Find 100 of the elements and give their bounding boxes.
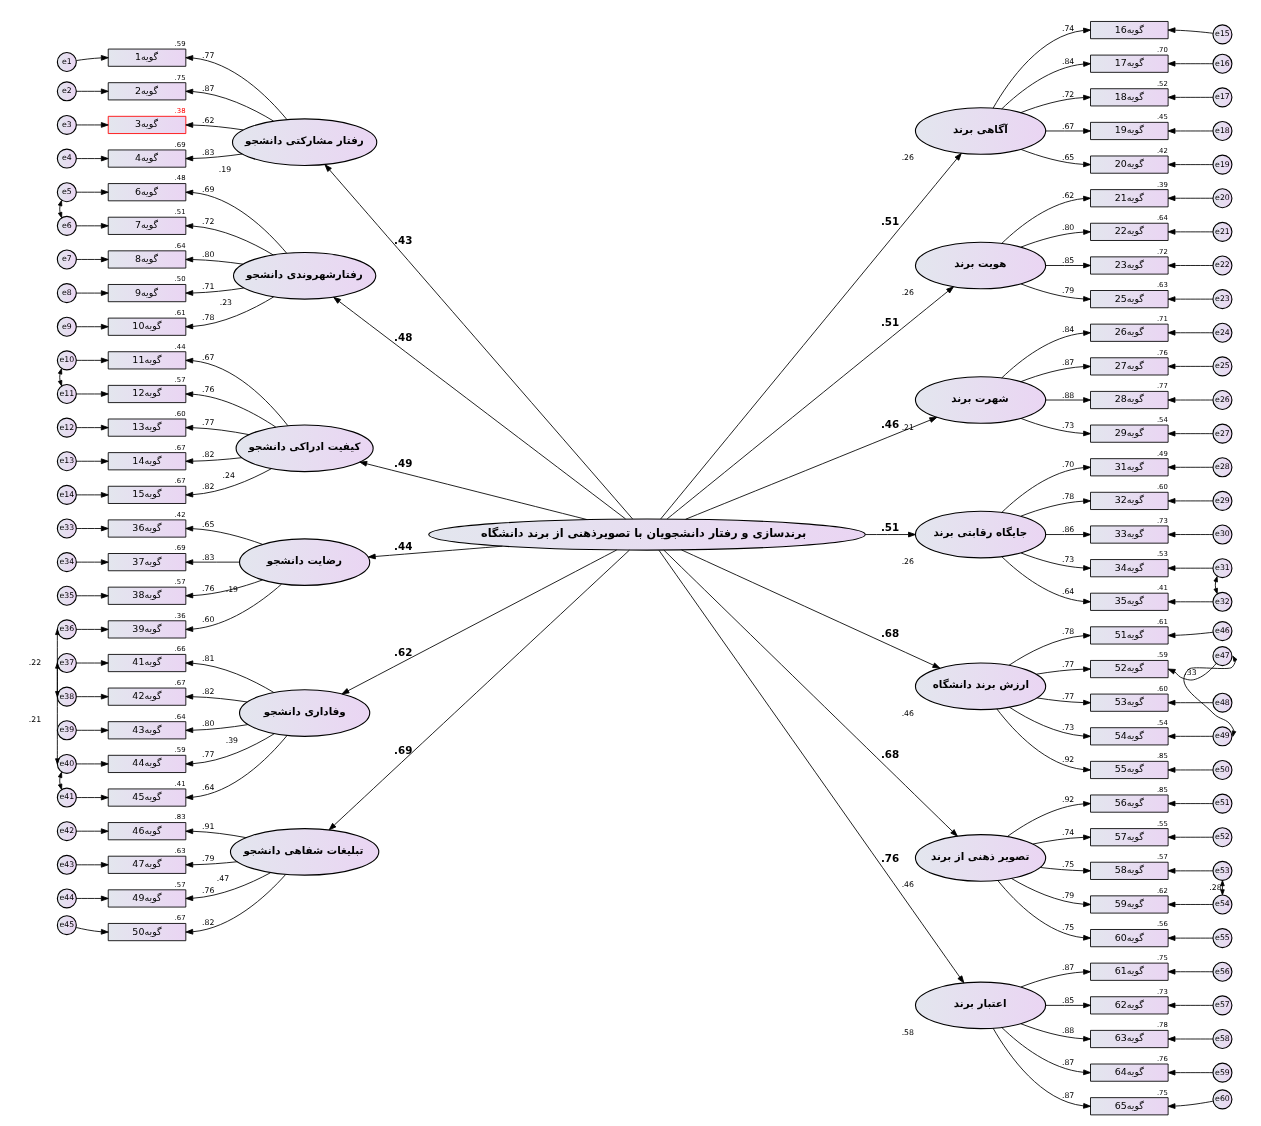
arrow bbox=[75, 357, 109, 364]
node-circle: e27 bbox=[1212, 423, 1233, 444]
edge-label: .51 bbox=[880, 520, 900, 533]
arrow bbox=[1167, 1100, 1214, 1109]
arrow bbox=[185, 559, 240, 565]
edge-label: .51 bbox=[880, 316, 900, 329]
arrow bbox=[1020, 283, 1091, 302]
arrow bbox=[75, 88, 109, 95]
node-circle: e50 bbox=[1212, 759, 1233, 780]
arrow bbox=[997, 880, 1091, 941]
edge-label: .85 bbox=[1061, 256, 1075, 266]
arrow bbox=[1001, 61, 1091, 110]
node-circle: e51 bbox=[1212, 793, 1233, 814]
arrow bbox=[75, 626, 109, 633]
node-circle: e43 bbox=[56, 854, 77, 875]
edge-label: .48 bbox=[394, 331, 413, 344]
arrow bbox=[1020, 229, 1091, 248]
arrow bbox=[185, 122, 244, 131]
arrow bbox=[185, 357, 289, 427]
arrow bbox=[75, 223, 109, 229]
arrow bbox=[1183, 655, 1238, 737]
arrow bbox=[660, 152, 962, 520]
node-ellipse: برندسازی و رفتار دانشجویان با تصویرذهنی از برند دانشگاه bbox=[428, 518, 866, 551]
arrow bbox=[185, 223, 274, 256]
edge-label: .43 bbox=[394, 233, 413, 246]
edge-label: .88 bbox=[1061, 1026, 1075, 1036]
node-label: .26 bbox=[901, 153, 914, 163]
edge-label: .82 bbox=[202, 450, 215, 460]
edge-label: .82 bbox=[202, 482, 215, 492]
arrow bbox=[75, 794, 109, 801]
edge-label: .87 bbox=[202, 83, 215, 93]
node-circle: e45 bbox=[56, 915, 77, 936]
arrow bbox=[341, 549, 618, 695]
node-ellipse: جایگاه رقابتی برند bbox=[914, 510, 1047, 559]
edge-label: .87 bbox=[1061, 357, 1075, 367]
arrow bbox=[185, 693, 248, 703]
edge-label: .28 bbox=[1209, 882, 1222, 892]
node-circle: e30 bbox=[1212, 524, 1233, 545]
arrow bbox=[75, 592, 109, 599]
node-label: .19 bbox=[218, 164, 232, 174]
arrow bbox=[1167, 498, 1214, 504]
arrow bbox=[1167, 195, 1214, 202]
arrow bbox=[185, 55, 288, 120]
arrow bbox=[1006, 801, 1091, 838]
arrow bbox=[185, 468, 272, 498]
arrow bbox=[1045, 128, 1091, 134]
arrow bbox=[1001, 1026, 1091, 1076]
node-circle: e20 bbox=[1212, 188, 1233, 209]
arrow bbox=[663, 549, 958, 837]
arrow bbox=[75, 525, 109, 532]
arrow bbox=[996, 708, 1091, 773]
edge-label: .60 bbox=[202, 614, 215, 624]
edge-label: .83 bbox=[202, 552, 215, 562]
edge-label: .68 bbox=[880, 748, 900, 761]
arrow bbox=[185, 874, 286, 935]
node-circle: e8 bbox=[56, 283, 77, 304]
edge-label: .78 bbox=[202, 313, 215, 322]
arrow bbox=[75, 559, 109, 565]
arrow bbox=[1167, 868, 1214, 874]
arrow bbox=[328, 549, 630, 831]
node-ellipse: تبلیغات شفاهی دانشجو bbox=[229, 828, 380, 876]
arrow bbox=[75, 693, 109, 700]
arrow bbox=[185, 525, 263, 545]
arrow bbox=[992, 1027, 1091, 1109]
node-circle: e10 bbox=[56, 350, 77, 371]
node-circle: e9 bbox=[56, 316, 77, 337]
edge-label: .77 bbox=[1061, 691, 1075, 701]
edge-label: .77 bbox=[202, 50, 215, 60]
node-circle: e42 bbox=[56, 821, 77, 842]
arrow bbox=[75, 861, 109, 868]
arrow bbox=[185, 828, 247, 839]
node-circle: e11 bbox=[56, 383, 77, 405]
arrow bbox=[1167, 329, 1214, 336]
node-label: .26 bbox=[901, 557, 914, 567]
node-label: .46 bbox=[901, 880, 914, 890]
edge-label: .69 bbox=[394, 744, 413, 757]
edge-label: .74 bbox=[1061, 24, 1075, 34]
arrow bbox=[75, 55, 109, 61]
arrow bbox=[185, 583, 282, 632]
node-circle: e12 bbox=[56, 417, 77, 438]
arrow bbox=[75, 155, 109, 162]
edge-label: .76 bbox=[202, 583, 215, 593]
node-circle: e53 bbox=[1212, 860, 1233, 881]
node-circle: e15 bbox=[1212, 24, 1233, 45]
edge-label: .64 bbox=[202, 782, 215, 792]
arrow bbox=[1167, 128, 1214, 134]
node-ellipse: تصویر ذهنی از برند bbox=[914, 834, 1047, 882]
node-circle: e35 bbox=[56, 585, 77, 606]
edge-label: .87 bbox=[1061, 1090, 1075, 1100]
arrow bbox=[185, 579, 263, 599]
edge-label: .76 bbox=[880, 851, 900, 864]
arrow bbox=[185, 88, 274, 122]
arrow bbox=[1045, 397, 1091, 403]
node-circle: e56 bbox=[1212, 961, 1233, 982]
arrow bbox=[75, 927, 109, 935]
arrow bbox=[1167, 935, 1214, 941]
node-circle: e60 bbox=[1212, 1089, 1233, 1110]
edge-label: .87 bbox=[1061, 963, 1075, 973]
node-circle: e31 bbox=[1212, 558, 1233, 579]
arrow bbox=[1167, 397, 1214, 403]
